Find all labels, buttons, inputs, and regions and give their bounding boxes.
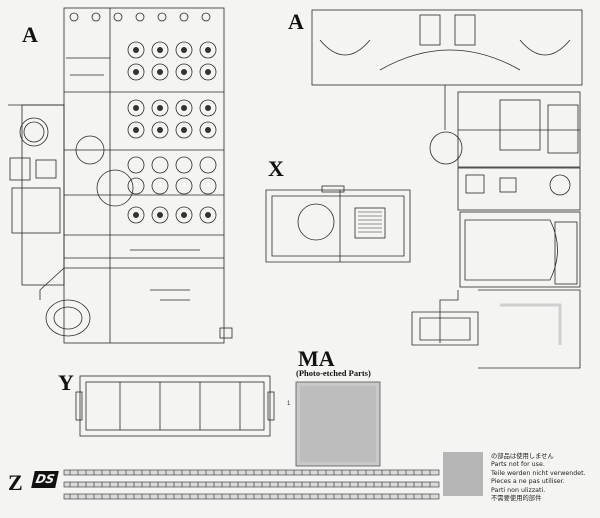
sprue-label-a-left: A: [22, 22, 38, 47]
sprue-y-hull-bottom: [75, 375, 275, 437]
note-italian: Parti non ulizzati.: [491, 486, 546, 494]
ma-photo-etched-plate: [295, 381, 381, 467]
unused-parts-swatch: [443, 452, 483, 496]
sprue-label-z: Z: [8, 470, 23, 495]
note-german: Teile werden nicht verwendet.: [491, 469, 586, 477]
sprue-label-x: X: [268, 156, 284, 181]
unused-parts-note: の部品は使用しません Parts not for use. Teile werd…: [491, 453, 586, 503]
ma-subtitle: (Photo-etched Parts): [296, 368, 371, 378]
note-english: Parts not for use.: [491, 461, 545, 469]
sprue-label-a-right: A: [288, 9, 304, 34]
ds-logo: DS: [31, 471, 59, 488]
note-french: Pieces a ne pas utiliser.: [491, 478, 565, 486]
track-runs: [63, 469, 440, 500]
ma-part-number: 1: [287, 401, 291, 407]
sprue-x-hull-top: [265, 185, 411, 263]
road-wheels: [127, 41, 217, 224]
track-links: [69, 470, 431, 499]
sprue-label-y: Y: [58, 370, 74, 395]
note-chinese: 不需要使用的部件: [491, 495, 542, 503]
sprue-label-ma: MA: [298, 346, 335, 371]
note-japanese: の部品は使用しません: [491, 453, 554, 460]
sprue-a-right: [311, 9, 583, 369]
sprue-a-left: [8, 7, 233, 344]
